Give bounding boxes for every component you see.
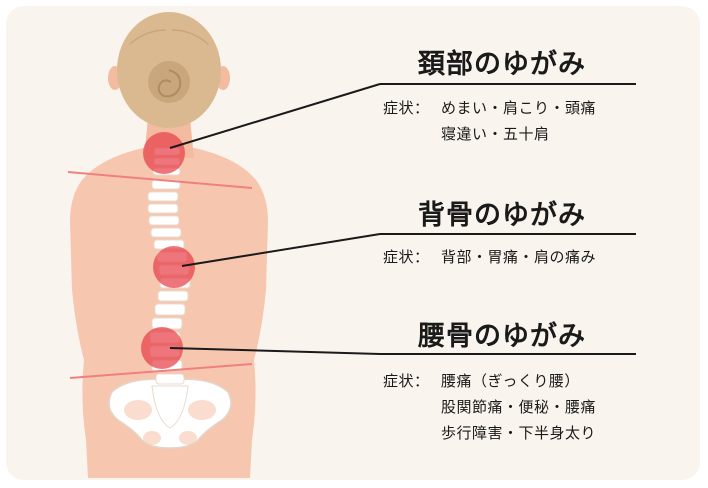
back-highlight — [153, 246, 195, 288]
back-symptoms: 症状： 背部・胃痛・肩の痛み — [383, 244, 596, 270]
neck-highlight — [143, 132, 185, 174]
neck-section-rule — [380, 83, 636, 85]
symptom-line: 腰痛（ぎっくり腰） — [441, 372, 580, 390]
neck-pointer-line — [169, 83, 381, 149]
symptom-label: 症状： — [383, 248, 430, 266]
neck-section-title: 頚部のゆがみ — [418, 49, 586, 80]
neck-symptoms: 症状： めまい・肩こり・頭痛 寝違い・五十肩 — [383, 95, 596, 147]
back-section-rule — [380, 233, 636, 235]
lower-back-highlight — [141, 327, 183, 369]
back-section-title: 背骨のゆがみ — [418, 200, 586, 231]
symptom-line: 歩行障害・下半身太り — [441, 424, 597, 442]
lower-back-section-title: 腰骨のゆがみ — [418, 321, 586, 352]
hip-tilt-line — [69, 363, 253, 379]
symptom-line: めまい・肩こり・頭痛 — [441, 99, 597, 117]
symptom-line: 股関節痛・便秘・腰痛 — [441, 398, 597, 416]
symptom-line: 背部・胃痛・肩の痛み — [441, 248, 597, 266]
lower-back-symptoms: 症状： 腰痛（ぎっくり腰） 股関節痛・便秘・腰痛 歩行障害・下半身太り — [383, 368, 596, 446]
back-pointer-line — [181, 233, 381, 267]
lower-back-pointer-line — [169, 347, 381, 355]
symptom-label: 症状： — [383, 99, 430, 117]
shoulder-tilt-line — [67, 171, 253, 189]
sacrum — [151, 385, 189, 429]
lower-back-section-rule — [380, 353, 636, 355]
symptom-label: 症状： — [383, 372, 430, 390]
symptom-line: 寝違い・五十肩 — [441, 125, 550, 143]
